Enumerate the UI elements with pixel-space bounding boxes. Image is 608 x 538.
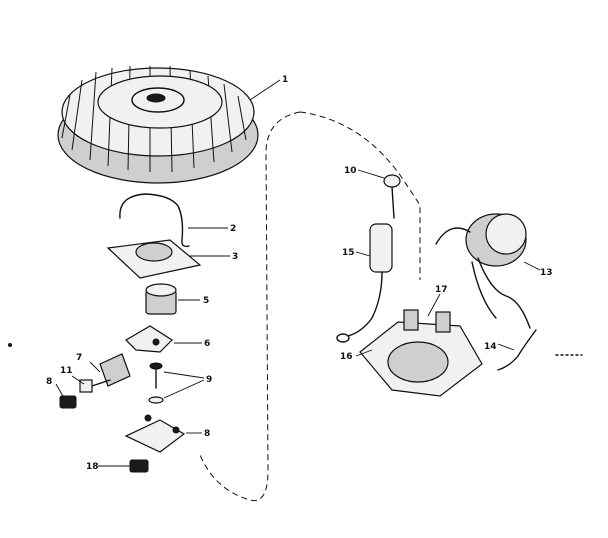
dashed-assembly-outline	[199, 111, 421, 502]
clamp-nut	[59, 379, 93, 409]
stray-dot	[8, 343, 12, 347]
label-breaker-arm: 6	[204, 339, 210, 349]
label-flywheel: 1	[282, 75, 288, 85]
label-cover-plate: 3	[232, 252, 238, 262]
condenser	[336, 223, 393, 343]
label-stator-housing: 17	[435, 285, 448, 295]
lead-wire	[497, 329, 537, 371]
label-breaker-base: 8	[204, 429, 210, 439]
spring-clip	[119, 193, 190, 248]
label-spring-clip: 2	[230, 224, 236, 234]
label-terminal-bracket: 7	[76, 353, 82, 363]
terminal-bracket	[91, 353, 131, 387]
label-ground-wire: 16	[340, 352, 353, 362]
lock-clip	[129, 459, 149, 473]
breaker-base	[124, 414, 186, 453]
label-contact-screw: 9	[206, 375, 212, 385]
stator-housing	[359, 309, 483, 397]
coil	[435, 213, 531, 329]
label-cam: 5	[203, 296, 209, 306]
label-bolt: 10	[344, 166, 357, 176]
leader-lines	[55, 79, 541, 467]
label-lead-wire: 14	[484, 342, 497, 352]
label-clamp-nut: 8	[46, 377, 52, 387]
breaker-arm	[125, 325, 173, 353]
label-small-screw: 11	[60, 366, 73, 376]
bolt	[383, 174, 401, 219]
cover-plate	[106, 239, 202, 279]
flywheel	[57, 65, 259, 184]
label-condenser: 15	[342, 248, 355, 258]
contact-screw	[148, 362, 164, 404]
label-lock-clip: 18	[86, 462, 99, 472]
cam	[145, 283, 177, 315]
label-coil: 13	[540, 268, 553, 278]
